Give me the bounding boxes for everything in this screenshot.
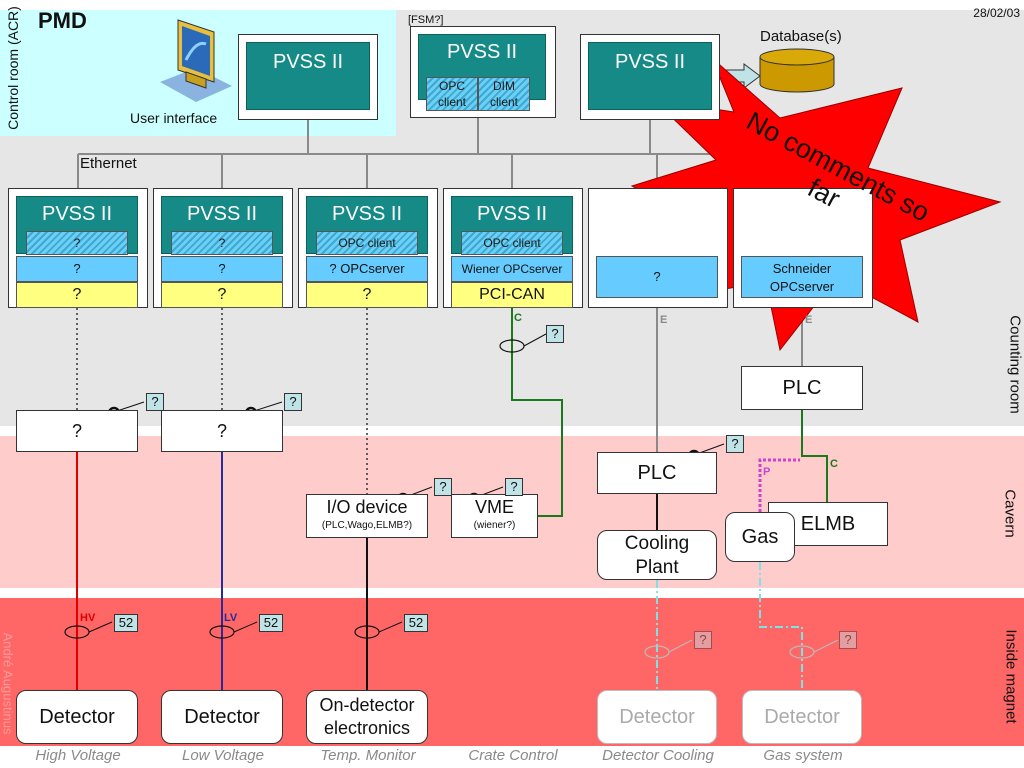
link-label-e-col-5: E [660, 314, 668, 326]
sensor-col-2: ? [284, 393, 302, 411]
sensor-hv: 52 [114, 614, 138, 632]
sensor-io-device: ? [434, 478, 452, 496]
server-col-2: ? [161, 256, 283, 282]
link-label-e-col-6: E [805, 314, 813, 326]
user-interface-label: User interface [130, 110, 218, 126]
hatch-col-1: ? [26, 231, 128, 255]
database-label: Database(s) [760, 28, 842, 45]
hatch-col-4: OPC client [461, 231, 563, 255]
crate-col-2: ? [161, 410, 283, 452]
date-label: 28/02/03 [973, 6, 1020, 20]
server-col-6: Schneider OPCserver [741, 256, 863, 298]
link-label-p-col-6: P [763, 466, 771, 478]
detector-col-3: On-detector electronics [306, 690, 428, 744]
sensor-temp: 52 [404, 614, 428, 632]
driver-col-1: ? [16, 282, 138, 308]
detector-col-5: Detector [597, 690, 717, 744]
footer-col-6: Gas system [763, 747, 843, 764]
server-col-1: ? [16, 256, 138, 282]
pvss-top-1: PVSS II [246, 42, 370, 110]
server-col-4: Wiener OPCserver [451, 256, 573, 282]
pvss-top-3: PVSS II [588, 42, 712, 110]
vme-label: VME [474, 497, 514, 517]
detector-col-1: Detector [16, 690, 138, 744]
sensor-cooling: ? [694, 631, 712, 649]
link-label-c-col-6: C [830, 458, 838, 470]
vme-crate: VME (wiener?) [451, 494, 538, 538]
dim-client-top: DIM client [478, 77, 530, 111]
monitor-icon [160, 19, 232, 102]
crate-col-1: ? [16, 410, 138, 452]
footer-col-5: Detector Cooling [602, 747, 714, 764]
footer-col-1: High Voltage [35, 747, 121, 764]
sensor-col-4-cable: ? [546, 325, 564, 343]
sensor-vme: ? [505, 478, 523, 496]
driver-col-2: ? [161, 282, 283, 308]
ethernet-label: Ethernet [80, 155, 137, 172]
cooling-plant: Cooling Plant [597, 530, 717, 580]
sensor-gas: ? [839, 631, 857, 649]
detector-col-6: Detector [742, 690, 862, 744]
database-icon [759, 48, 835, 93]
server-col-3: ? OPCserver [306, 256, 428, 282]
hv-label: HV [80, 612, 96, 624]
hatch-col-2: ? [171, 231, 273, 255]
gas-unit: Gas [725, 512, 795, 562]
footer-col-2: Low Voltage [181, 747, 264, 764]
io-device-sub: (PLC,Wago,ELMB?) [321, 520, 413, 531]
sensor-lv: 52 [259, 614, 283, 632]
server-col-5: ? [596, 256, 718, 298]
sensor-col-1: ? [146, 393, 164, 411]
sensor-plc-col-5: ? [726, 435, 744, 453]
driver-col-4: PCI-CAN [451, 282, 573, 308]
lv-label: LV [224, 612, 238, 624]
footer-col-4: Crate Control [468, 747, 558, 764]
page-title: PMD [38, 8, 87, 33]
driver-col-3: ? [306, 282, 428, 308]
opc-client-top: OPC client [426, 77, 478, 111]
io-device-label: I/O device [326, 497, 408, 517]
io-device: I/O device (PLC,Wago,ELMB?) [306, 494, 428, 538]
footer-col-3: Temp. Monitor [320, 747, 416, 764]
fsm-tag: [FSM?] [408, 14, 444, 26]
plc-col-5: PLC [597, 452, 717, 494]
plc-col-6: PLC [741, 366, 863, 410]
hatch-col-3: OPC client [316, 231, 418, 255]
vme-sub: (wiener?) [473, 520, 516, 531]
detector-col-2: Detector [161, 690, 283, 744]
link-label-c-col-4: C [514, 312, 522, 324]
